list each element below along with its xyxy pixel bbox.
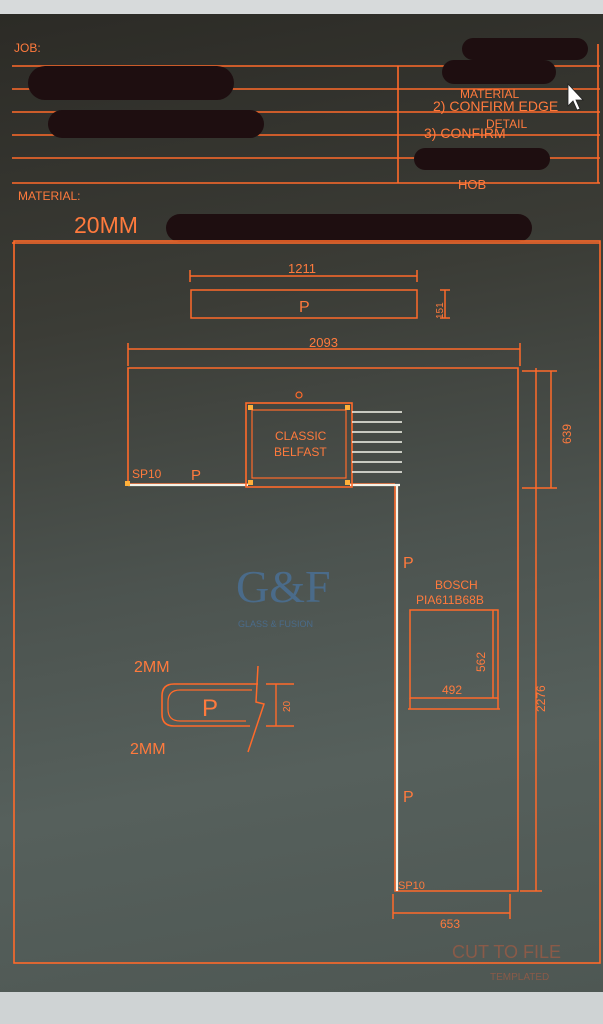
return-width-dimension (392, 894, 511, 919)
hob-model: PIA611B68B (416, 593, 484, 607)
mark-return-upper: P (403, 555, 414, 572)
break-line (247, 665, 265, 753)
hob-width-dim: 492 (442, 683, 462, 697)
mark-left: P (191, 467, 201, 484)
note-hob: HOB (458, 177, 486, 192)
hob-brand: BOSCH (435, 578, 478, 592)
upstand-piece (189, 270, 450, 319)
sink-label-line1: CLASSIC (275, 429, 327, 443)
upstand-length-dim: 1211 (288, 261, 316, 276)
mouse-cursor-icon (567, 82, 584, 111)
splash-bottom-label: SP10 (398, 880, 425, 892)
material-label: MATERIAL: (18, 189, 80, 203)
hob-cutout (408, 609, 500, 710)
job-label: JOB: (14, 41, 41, 55)
edge-bottom-radius: 2MM (130, 741, 166, 758)
hob-depth-dim: 562 (474, 652, 488, 672)
sink-cutout (125, 391, 353, 488)
drawing-frame (13, 240, 601, 964)
logo-mark: G&F (236, 561, 331, 612)
edge-thickness-dim: 20 (282, 700, 293, 712)
cut-to-file-stamp: CUT TO FILE (452, 942, 561, 962)
return-length-dim: 2276 (534, 685, 548, 712)
mark-return-lower: P (403, 789, 414, 806)
depth-dimension (522, 370, 557, 489)
monitor-bezel-top (0, 0, 603, 14)
upstand-height-dim: 151 (435, 302, 446, 319)
note-material: MATERIAL (460, 87, 519, 101)
top-length-dimension (127, 343, 521, 366)
top-length-dim: 2093 (309, 335, 338, 350)
splashback-edges (128, 483, 400, 891)
drainer-grooves (352, 411, 402, 473)
edge-mark: P (202, 695, 218, 722)
edge-profile-detail (161, 665, 294, 753)
note-detail: DETAIL (486, 117, 527, 131)
tap-hole (295, 391, 303, 399)
return-width-dim: 653 (440, 917, 460, 931)
cad-screen: JOB: MATERIAL 2) CONFIRM EDGE DETAIL 3) … (0, 14, 603, 992)
redactions (28, 38, 588, 242)
top-depth-dim: 639 (560, 424, 574, 444)
glass-fusion-logo: G&F GLASS & FUSION (236, 561, 331, 629)
templated-stamp: TEMPLATED (490, 972, 549, 983)
splash-left-label: SP10 (132, 467, 162, 481)
note-confirm: 3) CONFIRM (424, 125, 506, 141)
edge-top-radius: 2MM (134, 659, 170, 676)
note-confirm-edge: 2) CONFIRM EDGE (433, 98, 558, 114)
material-value: 20MM (74, 212, 138, 238)
sink-label-line2: BELFAST (274, 445, 327, 459)
monitor-bezel-bottom (0, 992, 603, 1024)
return-length-dimension (520, 368, 542, 892)
upstand-mark: P (299, 299, 310, 316)
cad-drawing: JOB: MATERIAL 2) CONFIRM EDGE DETAIL 3) … (12, 38, 601, 983)
logo-tagline: GLASS & FUSION (238, 619, 313, 629)
